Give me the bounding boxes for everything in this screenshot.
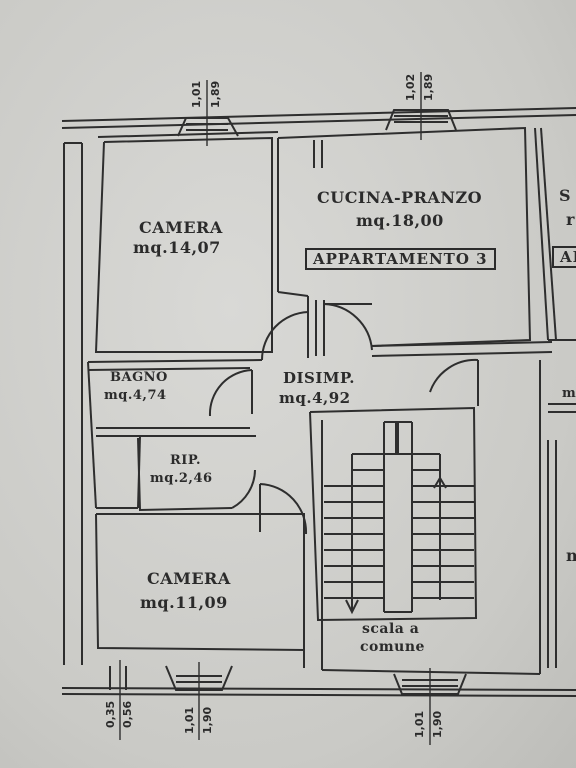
dimension-bottom-left-a: 1,01 <box>183 706 196 734</box>
apartment-label: APPARTAMENTO 3 <box>305 248 496 270</box>
room-area-right-partial: r <box>566 210 575 229</box>
dimension-bottom-left-b: 1,90 <box>201 706 214 734</box>
dimension-bottom-right-b: 1,90 <box>431 710 444 738</box>
room-name-disimp: DISIMP. <box>283 369 355 387</box>
dimension-bottom-small: 0,35 <box>104 701 117 728</box>
room-area-camera-top: mq.14,07 <box>133 238 221 257</box>
room-name-camera-bottom: CAMERA <box>147 569 231 588</box>
dimension-bottom-right: 1,01 <box>413 711 426 738</box>
dimension-top-left-b-wrap: 1,89 <box>209 81 222 108</box>
room-name-camera-top: CAMERA <box>139 218 223 237</box>
room-area-bagno: mq.4,74 <box>104 388 167 403</box>
room-area-camera-bottom: mq.11,09 <box>140 593 228 612</box>
dimension-bottom-small-b-wrap: 0,56 <box>121 701 134 728</box>
dimension-top-mid-b: 1,89 <box>422 73 435 101</box>
room-area-disimp: mq.4,92 <box>279 389 351 407</box>
stair-label-line1: scala a <box>362 621 420 637</box>
room-name-cucina: CUCINA-PRANZO <box>317 188 483 207</box>
room-name-bagno: BAGNO <box>110 370 168 385</box>
dimension-bottom-right-b-wrap: 1,90 <box>431 711 444 738</box>
dimension-bottom-small-b: 0,56 <box>121 700 134 728</box>
room-name-right-partial: S <box>559 186 572 205</box>
dimension-top-left: 1,01 <box>190 81 203 108</box>
dimension-top-left-a: 1,01 <box>190 80 203 108</box>
dimension-top-mid-b-wrap: 1,89 <box>422 74 435 101</box>
dimension-top-left-b: 1,89 <box>209 80 222 108</box>
room-area-rip: mq.2,46 <box>150 471 213 486</box>
dimension-bottom-right-a: 1,01 <box>413 710 426 738</box>
dimension-bottom-small-a: 0,35 <box>104 700 117 728</box>
dimension-top-mid: 1,02 <box>404 74 417 101</box>
room-area-right-small-partial: m <box>562 386 576 401</box>
stair-label-line2: comune <box>360 639 425 655</box>
apartment-label-right-partial: AP <box>552 246 576 268</box>
room-area-cucina: mq.18,00 <box>356 211 444 230</box>
dimension-bottom-left-b-wrap: 1,90 <box>201 707 214 734</box>
room-area-right-bottom-partial: n <box>566 546 576 565</box>
room-name-rip: RIP. <box>170 453 202 468</box>
dimension-bottom-left: 1,01 <box>183 707 196 734</box>
dimension-top-mid-a: 1,02 <box>404 73 417 101</box>
